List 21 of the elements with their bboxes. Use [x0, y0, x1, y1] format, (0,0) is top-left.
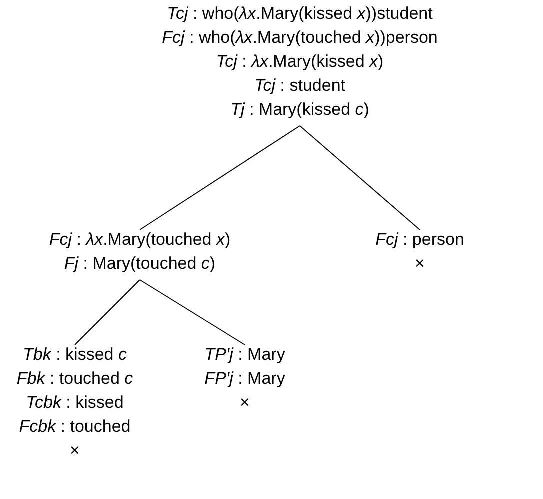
formula-line: Tcj : λx.Mary(kissed x): [216, 51, 384, 73]
formula-line: Fcbk : touched: [19, 416, 131, 438]
tree-branch: [140, 126, 300, 230]
closure-mark: ×: [70, 440, 80, 462]
formula-line: Tcbk : kissed: [26, 392, 124, 414]
formula-line: Tcj : who(λx.Mary(kissed x))student: [167, 3, 433, 25]
formula-line: Tj : Mary(kissed c): [230, 99, 370, 121]
tree-branch: [74, 280, 140, 346]
formula-line: Tcj : student: [254, 75, 346, 97]
formula-line: Fcj : who(λx.Mary(touched x))person: [162, 27, 438, 49]
formula-line: Fcj : λx.Mary(touched x): [49, 229, 231, 251]
closure-mark: ×: [415, 253, 425, 275]
formula-line: Fbk : touched c: [16, 368, 134, 390]
formula-line: Fj : Mary(touched c): [64, 253, 216, 275]
formula-line: TP′j : Mary: [204, 344, 286, 366]
formula-line: FP′j : Mary: [204, 368, 286, 390]
tree-branch: [300, 126, 420, 230]
formula-line: Fcj : person: [376, 229, 464, 251]
formula-line: Tbk : kissed c: [23, 344, 127, 366]
tree-branch: [140, 280, 246, 346]
closure-mark: ×: [240, 392, 250, 414]
